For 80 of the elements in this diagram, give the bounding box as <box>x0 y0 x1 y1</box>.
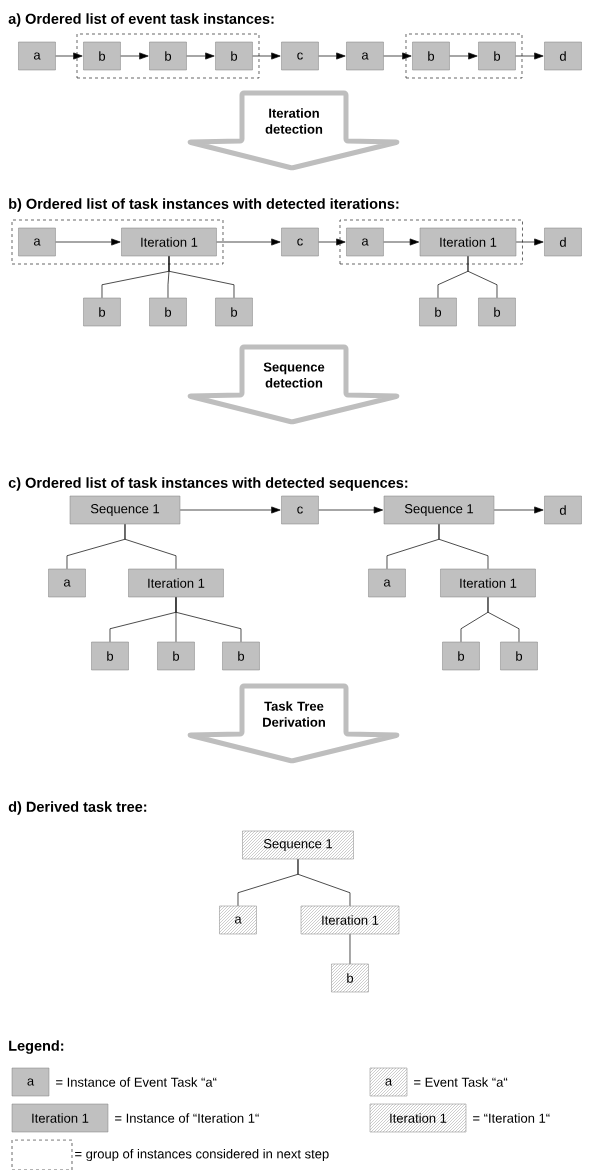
legend-text: = Instance of Event Task “a“ <box>56 1077 217 1087</box>
arrow <box>318 52 346 60</box>
task-instance-box: d <box>544 41 582 71</box>
tree-line <box>349 933 351 965</box>
task-instance-box: d <box>544 227 582 257</box>
arrow <box>120 52 149 60</box>
task-box: a <box>369 1067 408 1097</box>
task-box: Sequence 1 <box>242 830 354 860</box>
section-heading: d) Derived task tree: <box>8 801 147 815</box>
task-instance-box: b <box>222 641 260 671</box>
tree-line <box>168 255 235 299</box>
task-instance-box: b <box>478 297 516 327</box>
task-box: Iteration 1 <box>300 905 400 935</box>
task-instance-box: c <box>281 227 319 257</box>
task-instance-box: Iteration 1 <box>440 568 536 598</box>
task-instance-box: a <box>346 227 384 257</box>
task-instance-box: Iteration 1 <box>419 227 517 257</box>
arrow <box>216 238 281 246</box>
arrow <box>186 52 215 60</box>
section-heading: b) Ordered list of task instances with detected iterations: <box>9 198 399 212</box>
arrow <box>252 52 281 60</box>
legend-text: = “Iteration 1“ <box>473 1113 550 1123</box>
task-instance-box: a <box>368 568 406 598</box>
task-instance-box: a <box>18 41 56 71</box>
task-instance-box: a <box>11 1067 50 1097</box>
task-instance-box: Iteration 1 <box>11 1103 109 1133</box>
arrow <box>179 506 281 514</box>
tree-line <box>297 858 351 907</box>
task-instance-box: b <box>149 297 187 327</box>
arrow <box>318 506 384 514</box>
tree-line <box>467 255 498 299</box>
task-instance-box: c <box>281 41 319 71</box>
task-instance-box: b <box>412 41 450 71</box>
task-instance-box: b <box>157 641 195 671</box>
task-instance-box: b <box>83 41 121 71</box>
group-box <box>11 1139 73 1170</box>
arrow <box>515 238 544 246</box>
group-box <box>11 219 224 265</box>
task-instance-box: b <box>478 41 516 71</box>
arrow <box>383 52 412 60</box>
group-box <box>339 219 523 265</box>
task-instance-box: b <box>91 641 129 671</box>
tree-line <box>175 596 242 643</box>
task-instance-box: c <box>281 495 319 525</box>
section-heading: a) Ordered list of event task instances: <box>8 13 274 27</box>
task-instance-box: a <box>346 41 384 71</box>
task-instance-box: b <box>149 41 187 71</box>
task-instance-box: d <box>544 495 582 525</box>
task-instance-box: b <box>500 641 538 671</box>
arrow <box>55 238 121 246</box>
group-box <box>405 33 523 79</box>
task-instance-box: b <box>442 641 480 671</box>
task-instance-box: b <box>215 41 253 71</box>
task-box: Iteration 1 <box>369 1103 467 1133</box>
tree-line <box>438 523 489 570</box>
task-box: a <box>219 905 257 935</box>
arrow <box>383 238 420 246</box>
group-box <box>76 33 260 79</box>
arrow <box>318 238 346 246</box>
task-instance-box: Iteration 1 <box>128 568 224 598</box>
arrow <box>493 506 544 514</box>
task-instance-box: Iteration 1 <box>121 227 217 257</box>
tree-line <box>124 523 177 570</box>
task-instance-box: Sequence 1 <box>383 495 495 525</box>
tree-line <box>487 596 520 643</box>
section-heading: c) Ordered list of task instances with detected sequences: <box>8 477 408 491</box>
arrow <box>55 52 83 60</box>
task-box: b <box>331 963 369 993</box>
section-heading: Legend: <box>9 1040 64 1054</box>
task-instance-box: b <box>215 297 253 327</box>
task-instance-box: b <box>419 297 457 327</box>
legend-text: = group of instances considered in next step <box>75 1148 329 1162</box>
task-instance-box: a <box>18 227 56 257</box>
legend-text: = Instance of “Iteration 1“ <box>115 1113 259 1123</box>
task-instance-box: Sequence 1 <box>69 495 181 525</box>
task-instance-box: a <box>48 568 86 598</box>
arrow <box>449 52 478 60</box>
task-instance-box: b <box>83 297 121 327</box>
legend-text: = Event Task “a“ <box>414 1077 508 1087</box>
arrow <box>515 52 544 60</box>
